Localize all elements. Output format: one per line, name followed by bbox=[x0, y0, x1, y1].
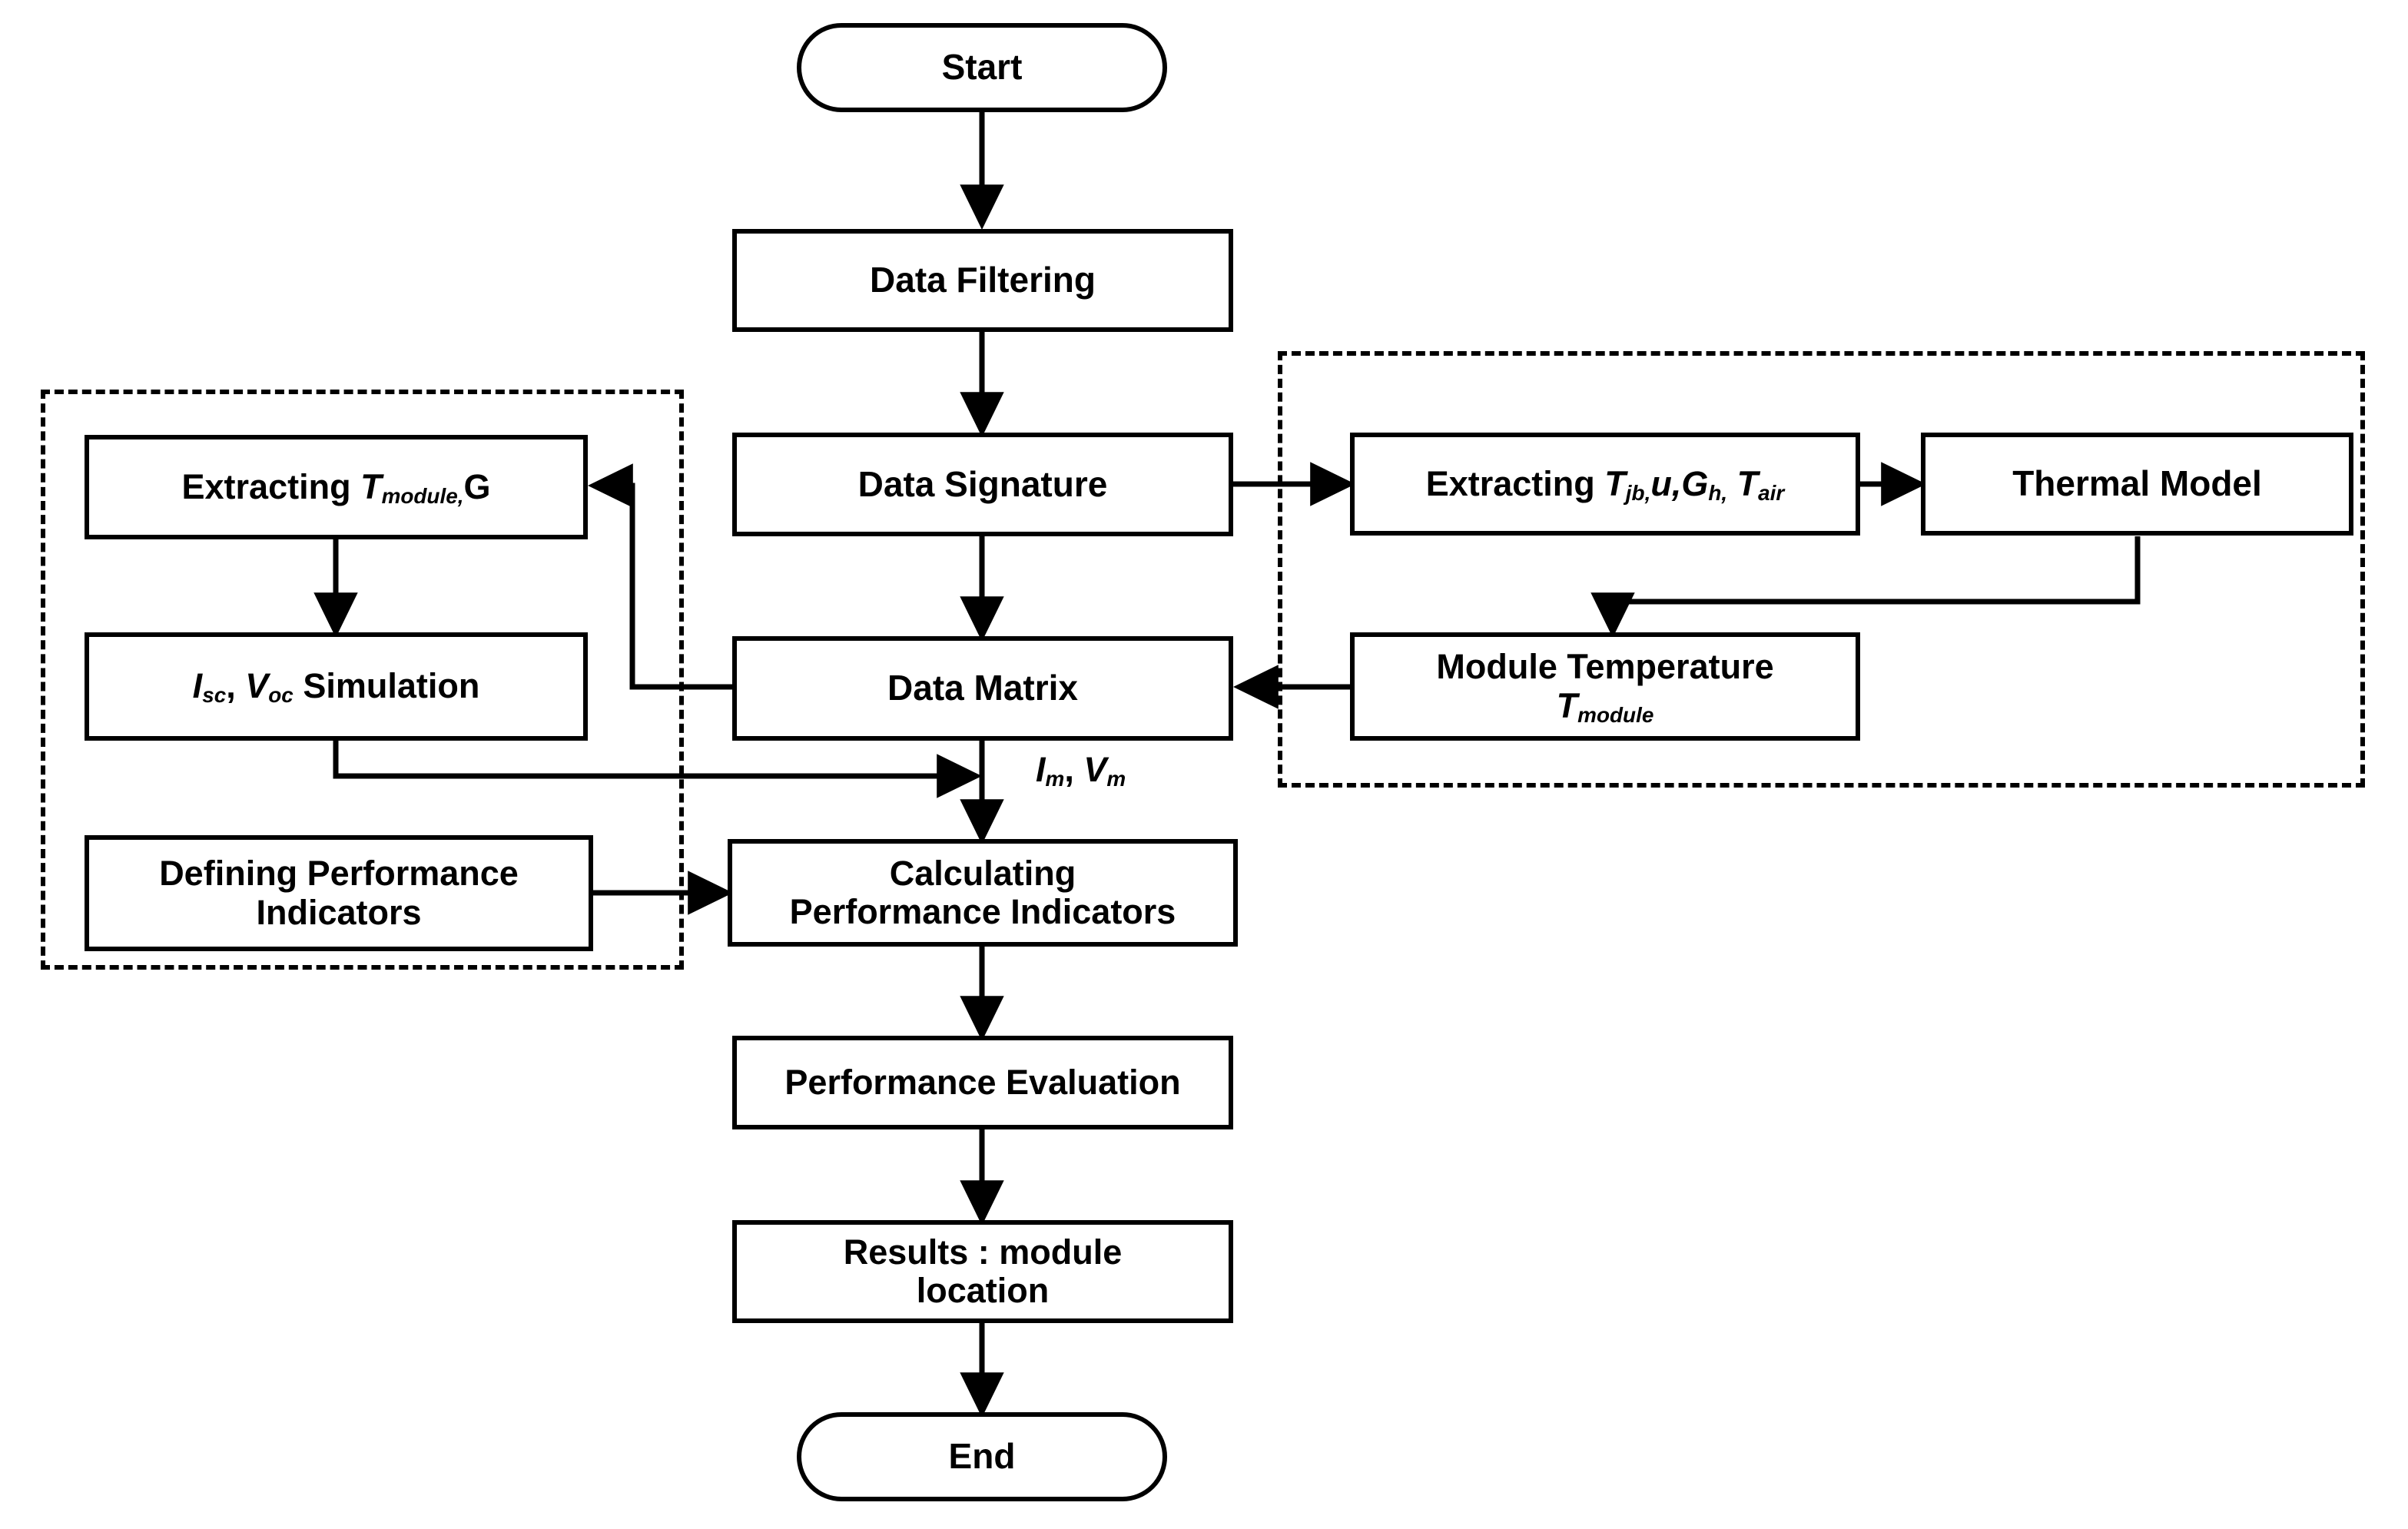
node-end-label: End bbox=[948, 1436, 1016, 1477]
define-pi-line2: Indicators bbox=[256, 892, 422, 932]
iv-sim-sub-sc: sc bbox=[202, 683, 227, 708]
extract-right-sub-air: air bbox=[1758, 480, 1785, 505]
iv-sim-var-i: I bbox=[192, 666, 203, 706]
results-line1: Results : module bbox=[843, 1232, 1123, 1272]
node-extracting-tjb-u-gh-tair[interactable]: Extracting Tjb,u,Gh, Tair bbox=[1350, 433, 1860, 536]
calc-pi-line2: Performance Indicators bbox=[789, 892, 1176, 931]
node-extracting-tmodule-g-label: Extracting Tmodule,G bbox=[181, 466, 491, 508]
node-data-matrix[interactable]: Data Matrix bbox=[732, 636, 1233, 741]
node-start-label: Start bbox=[941, 47, 1023, 88]
extract-left-prefix: Extracting bbox=[181, 466, 361, 506]
im-vm-sub-m1: m bbox=[1045, 767, 1065, 791]
node-start[interactable]: Start bbox=[797, 23, 1167, 112]
define-pi-line1: Defining Performance bbox=[159, 854, 519, 894]
im-vm-var-v: V bbox=[1083, 750, 1107, 789]
edge-label-im-vm: Im, Vm bbox=[1036, 750, 1126, 790]
node-extracting-tjb-u-gh-tair-label: Extracting Tjb,u,Gh, Tair bbox=[1425, 463, 1785, 505]
extract-right-var-t1: T bbox=[1604, 463, 1626, 503]
extract-right-prefix: Extracting bbox=[1425, 463, 1605, 503]
im-vm-sub-m2: m bbox=[1106, 767, 1126, 791]
module-temp-sub-module: module bbox=[1577, 702, 1654, 727]
module-temp-line1: Module Temperature bbox=[1436, 647, 1774, 687]
im-vm-var-i: I bbox=[1036, 750, 1046, 789]
node-performance-evaluation-label: Performance Evaluation bbox=[784, 1062, 1181, 1102]
results-line2: location bbox=[916, 1271, 1050, 1310]
group-left-dashed bbox=[41, 390, 684, 970]
node-isc-voc-simulation[interactable]: Isc, Voc Simulation bbox=[85, 632, 588, 741]
edge-iv-sim-to-calc-pi bbox=[333, 741, 982, 798]
extract-right-sub-h: h, bbox=[1708, 480, 1728, 505]
node-isc-voc-simulation-label: Isc, Voc Simulation bbox=[192, 666, 480, 708]
node-data-filtering[interactable]: Data Filtering bbox=[732, 229, 1233, 332]
extract-right-sub-jb: jb, bbox=[1625, 480, 1651, 505]
node-data-signature-label: Data Signature bbox=[857, 463, 1108, 504]
module-temp-var-t: T bbox=[1556, 685, 1578, 725]
node-data-filtering-label: Data Filtering bbox=[870, 260, 1096, 300]
extract-right-var-g: G bbox=[1681, 463, 1709, 503]
calc-pi-line1: Calculating bbox=[889, 853, 1076, 893]
im-vm-sep: , bbox=[1064, 750, 1084, 789]
extract-right-var-t2: T bbox=[1727, 463, 1759, 503]
iv-sim-tail: Simulation bbox=[293, 666, 480, 706]
extract-right-var-u: u, bbox=[1650, 463, 1682, 503]
node-end[interactable]: End bbox=[797, 1412, 1167, 1501]
iv-sim-var-v: V bbox=[245, 666, 269, 706]
node-extracting-tmodule-g[interactable]: Extracting Tmodule,G bbox=[85, 435, 588, 539]
iv-sim-sub-oc: oc bbox=[268, 683, 294, 708]
node-thermal-model-label: Thermal Model bbox=[2012, 463, 2262, 504]
extract-left-var-t: T bbox=[360, 466, 382, 506]
extract-left-var-g: G bbox=[463, 466, 491, 506]
node-performance-evaluation[interactable]: Performance Evaluation bbox=[732, 1036, 1233, 1129]
edge-thermal-model-to-module-temp bbox=[1590, 536, 2141, 638]
node-data-signature[interactable]: Data Signature bbox=[732, 433, 1233, 536]
iv-sim-sep: , bbox=[226, 666, 246, 706]
node-thermal-model[interactable]: Thermal Model bbox=[1921, 433, 2353, 536]
node-data-matrix-label: Data Matrix bbox=[887, 668, 1078, 708]
edge-data-matrix-to-extract-left bbox=[588, 463, 732, 690]
group-right-dashed bbox=[1278, 351, 2365, 788]
extract-left-sub-module: module, bbox=[381, 483, 464, 508]
